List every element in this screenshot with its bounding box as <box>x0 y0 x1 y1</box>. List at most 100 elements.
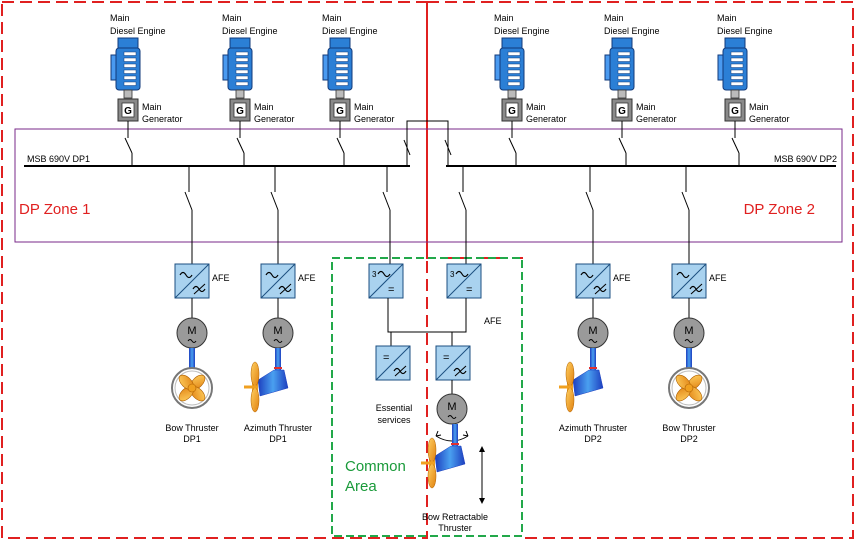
afe-drive-1: AFE <box>174 263 230 299</box>
feeder-breaker <box>270 191 279 211</box>
common-afe-label: AFE <box>484 316 502 326</box>
motor-symbol: M <box>447 401 456 413</box>
afe-drive-3: AFE <box>575 263 631 299</box>
motor-icon: M <box>262 317 294 349</box>
propeller-blade <box>427 463 437 489</box>
dc-symbol: = <box>383 352 389 364</box>
engine-label-line2: Diesel Engine <box>717 26 773 36</box>
generator-breaker <box>508 137 517 154</box>
thruster-label-line1: Bow Thruster <box>662 423 715 433</box>
motor-symbol: M <box>588 325 597 337</box>
thruster-label-line2: DP1 <box>183 434 201 444</box>
engine-label-line2: Diesel Engine <box>604 26 660 36</box>
essential-services-label-line1: Essential <box>376 403 413 413</box>
engine-label-line2: Diesel Engine <box>110 26 166 36</box>
generator-face <box>333 102 347 118</box>
afe-label: AFE <box>709 273 727 283</box>
motor-ac-mark <box>187 339 197 343</box>
afe-converter-icon <box>174 263 210 299</box>
afe-drive-2: AFE <box>260 263 316 299</box>
retractable-motor-icon: M <box>436 393 468 425</box>
feeder-azimuth-thruster-dp2 <box>585 166 594 264</box>
thruster-shaft <box>189 348 195 368</box>
diesel-engine-icon <box>604 37 635 99</box>
generator-breaker <box>336 137 345 154</box>
engine-label-line2: Diesel Engine <box>322 26 378 36</box>
dp-zone-2-label: DP Zone 2 <box>744 201 815 218</box>
generator-label-line1: Main <box>142 102 162 112</box>
busbar-dp1-label: MSB 690V DP1 <box>27 154 90 164</box>
afe-label: AFE <box>298 273 316 283</box>
dc-symbol: = <box>443 352 449 364</box>
motor-symbol: M <box>187 325 196 337</box>
variable-arrow <box>594 283 607 295</box>
dp-zone-2-boundary <box>427 1 854 539</box>
generator-label-line1: Main <box>526 102 546 112</box>
engine-label-line1: Main <box>494 13 514 23</box>
common-area-label-line1: Common <box>345 458 406 475</box>
retractable-thruster-label-line2: Thruster <box>438 523 472 533</box>
thruster-label-line1: Azimuth Thruster <box>244 423 312 433</box>
engine-label-line1: Main <box>322 13 342 23</box>
feeder-breaker <box>585 191 594 211</box>
rotation-arrowhead-icon <box>462 430 469 437</box>
afe-drive-4: AFE <box>671 263 727 299</box>
motor-ac-mark <box>273 339 283 343</box>
generator-face <box>728 102 742 118</box>
motor-ac-mark <box>684 339 694 343</box>
generator-label-line2: Generator <box>526 114 567 124</box>
feeder-azimuth-thruster-dp1 <box>270 166 279 264</box>
essential-services-label-line2: services <box>377 415 411 425</box>
dc-symbol: = <box>466 284 472 296</box>
feeder-lines <box>184 166 690 264</box>
generator-symbol: G <box>731 106 739 117</box>
azimuth-thruster-icon <box>244 348 289 413</box>
generator-label-line1: Main <box>749 102 769 112</box>
retractable-thruster-inverter: = <box>435 345 471 381</box>
thruster-shaft <box>590 348 596 370</box>
thruster-label-line2: DP2 <box>680 434 698 444</box>
generator-label-line2: Generator <box>749 114 790 124</box>
bow-thruster-icon <box>668 367 710 409</box>
common-afe-dp1: 3= <box>368 263 404 299</box>
motor-symbol: M <box>273 325 282 337</box>
ac-symbol <box>265 271 279 279</box>
ac-symbol <box>179 271 193 279</box>
generator-face <box>505 102 519 118</box>
essential-services-inverter: = <box>375 345 411 381</box>
thruster-label-line1: Bow Thruster <box>165 423 218 433</box>
azimuth-thruster-icon <box>559 348 604 413</box>
ac-symbol <box>676 271 690 279</box>
afe-label: AFE <box>212 273 230 283</box>
dp-zone-1-boundary <box>1 1 428 539</box>
motor-icon: M <box>673 317 705 349</box>
diesel-engine-icon <box>494 37 525 99</box>
diesel-engine-icon <box>717 37 748 99</box>
switchboard-outline <box>14 128 843 243</box>
motor-icon: M <box>577 317 609 349</box>
generator-label-line2: Generator <box>636 114 677 124</box>
motor-symbol: M <box>684 325 693 337</box>
generator-label-line2: Generator <box>354 114 395 124</box>
engine-label-line1: Main <box>222 13 242 23</box>
dp-zone-2-inner-boundary <box>426 2 523 259</box>
variable-arrow <box>690 283 703 295</box>
propeller-hub <box>684 383 694 393</box>
thruster-label-line2: DP2 <box>584 434 602 444</box>
bow-retractable-thruster-icon <box>421 424 466 489</box>
afe-converter-icon <box>575 263 611 299</box>
generator-face <box>615 102 629 118</box>
propeller-blade <box>565 387 575 413</box>
generator-symbol: G <box>236 106 244 117</box>
